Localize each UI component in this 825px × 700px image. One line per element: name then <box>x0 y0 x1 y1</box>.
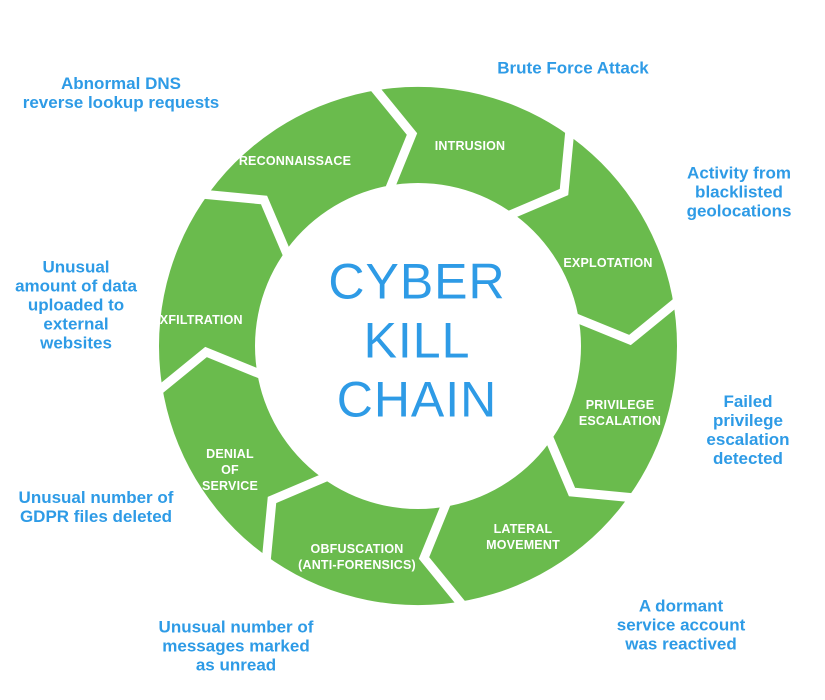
segment-label-reconnaissance: RECONNAISSACE <box>238 154 352 168</box>
annotation-data-uploaded-external: Unusual amount of data uploaded to exter… <box>15 257 137 353</box>
annotation-brute-force-attack: Brute Force Attack <box>497 58 649 78</box>
segment-label-obfuscation: OBFUSCATION (ANTI-FORENSICS) <box>298 542 416 572</box>
segment-label-exploitation: EXPLOTATION <box>563 256 653 270</box>
annotation-messages-unread: Unusual number of messages marked as unr… <box>158 617 314 675</box>
ring-annulus <box>158 86 677 606</box>
annotation-blacklisted-geolocations: Activity from blacklisted geolocations <box>686 163 792 221</box>
annotation-gdpr-files-deleted: Unusual number of GDPR files deleted <box>18 488 174 526</box>
chevron-divider-icon <box>508 128 575 220</box>
segment-divider-chevrons <box>154 82 682 610</box>
diagram-title: CYBER KILL CHAIN <box>328 253 506 428</box>
chevron-divider-icon <box>154 346 262 396</box>
chevron-divider-icon <box>574 296 682 346</box>
segment-label-privilege-escalation: PRIVILEGE ESCALATION <box>578 398 662 428</box>
segment-label-intrusion: INTRUSION <box>434 139 506 153</box>
chevron-divider-icon <box>200 189 292 256</box>
annotation-dormant-service-account: A dormant service account was reactived <box>616 596 746 654</box>
chevron-divider-icon <box>368 82 418 190</box>
segment-label-denial-of-service: DENIAL OF SERVICE <box>201 447 259 493</box>
chevron-divider-icon <box>544 436 636 503</box>
chevron-divider-icon <box>418 502 468 610</box>
segment-label-exfiltration: EXFILTRATION <box>151 313 243 327</box>
chevron-divider-icon <box>261 472 328 564</box>
annotation-abnormal-dns: Abnormal DNS reverse lookup requests <box>22 74 220 112</box>
annotation-failed-privilege-escalation: Failed privilege escalation detected <box>706 392 790 468</box>
segment-label-lateral-movement: LATERAL MOVEMENT <box>486 522 560 552</box>
